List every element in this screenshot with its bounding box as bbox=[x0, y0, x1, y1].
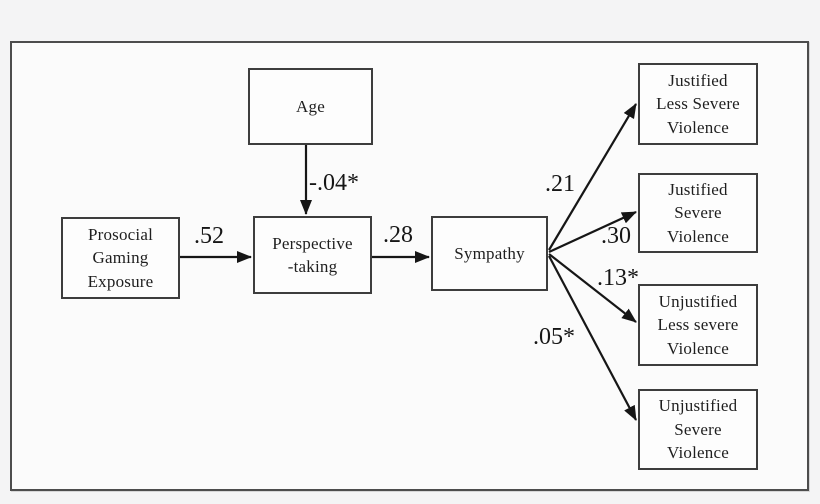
coefficient-sympathy-to-unjustified-severe: .05* bbox=[533, 324, 575, 350]
node-perspective-taking: Perspective -taking bbox=[253, 216, 372, 294]
coefficient-sympathy-to-justified-severe: .30 bbox=[601, 223, 631, 249]
node-sympathy-label: Sympathy bbox=[454, 243, 525, 263]
node-age-label: Age bbox=[296, 96, 325, 116]
node-justified-severe-violence-label: Justified Severe Violence bbox=[667, 179, 729, 246]
node-prosocial-gaming-exposure: Prosocial Gaming Exposure bbox=[61, 217, 180, 299]
node-unjustified-severe-violence-label: Unjustified Severe Violence bbox=[658, 396, 738, 463]
node-justified-severe-violence: Justified Severe Violence bbox=[638, 173, 758, 253]
node-sympathy: Sympathy bbox=[431, 216, 548, 291]
coefficient-prosocial-to-perspective: .52 bbox=[194, 223, 224, 249]
node-justified-less-severe-violence: Justified Less Severe Violence bbox=[638, 63, 758, 145]
coefficient-perspective-to-sympathy: .28 bbox=[383, 222, 413, 248]
coefficient-sympathy-to-unjustified-less-severe: .13* bbox=[597, 265, 639, 291]
node-unjustified-less-severe-violence-label: Unjustified Less severe Violence bbox=[657, 291, 739, 358]
node-unjustified-less-severe-violence: Unjustified Less severe Violence bbox=[638, 284, 758, 366]
node-unjustified-severe-violence: Unjustified Severe Violence bbox=[638, 389, 758, 470]
node-perspective-taking-label: Perspective -taking bbox=[272, 233, 353, 276]
node-prosocial-gaming-exposure-label: Prosocial Gaming Exposure bbox=[87, 224, 154, 291]
coefficient-age-to-perspective: -.04* bbox=[309, 170, 359, 196]
node-justified-less-severe-violence-label: Justified Less Severe Violence bbox=[656, 70, 740, 137]
node-age: Age bbox=[248, 68, 373, 145]
coefficient-sympathy-to-justified-less-severe: .21 bbox=[545, 171, 575, 197]
